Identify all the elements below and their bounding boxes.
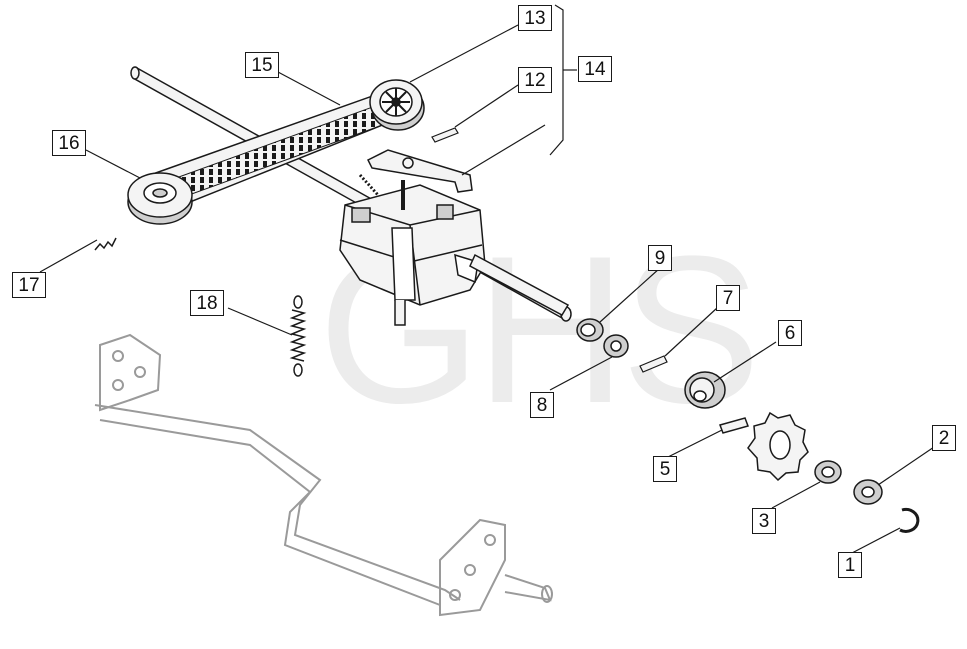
handle-frame-outline	[94, 333, 553, 617]
bushing	[576, 318, 604, 342]
callout-14: 14	[578, 56, 612, 82]
output-shaft	[469, 253, 570, 316]
callout-17: 17	[12, 272, 46, 298]
roll-pin	[639, 355, 668, 373]
small-spring	[94, 237, 117, 251]
group-bracket-14	[549, 4, 577, 156]
washer-2	[853, 479, 883, 505]
callout-6: 6	[778, 320, 802, 346]
callout-1: 1	[838, 552, 862, 578]
callout-16: 16	[52, 130, 86, 156]
callout-8: 8	[530, 392, 554, 418]
callout-18: 18	[190, 290, 224, 316]
callout-5: 5	[653, 456, 677, 482]
washer-8	[603, 334, 629, 358]
callout-13: 13	[518, 5, 552, 31]
extension-spring	[289, 295, 307, 377]
callout-3: 3	[752, 508, 776, 534]
washer-3	[814, 460, 842, 484]
circlip	[899, 507, 920, 533]
drive-hub	[684, 371, 726, 409]
small-pulley	[369, 79, 425, 131]
callout-7: 7	[716, 285, 740, 311]
callout-15: 15	[245, 52, 279, 78]
callout-12: 12	[518, 67, 552, 93]
woodruff-key	[719, 417, 749, 434]
leader-lines	[39, 24, 938, 554]
large-pulley	[127, 172, 193, 225]
spur-gear	[747, 411, 809, 482]
key-pin	[431, 127, 459, 143]
gearbox-housing	[339, 180, 486, 326]
callout-2: 2	[932, 425, 956, 451]
callout-9: 9	[648, 245, 672, 271]
control-lever	[358, 149, 473, 197]
